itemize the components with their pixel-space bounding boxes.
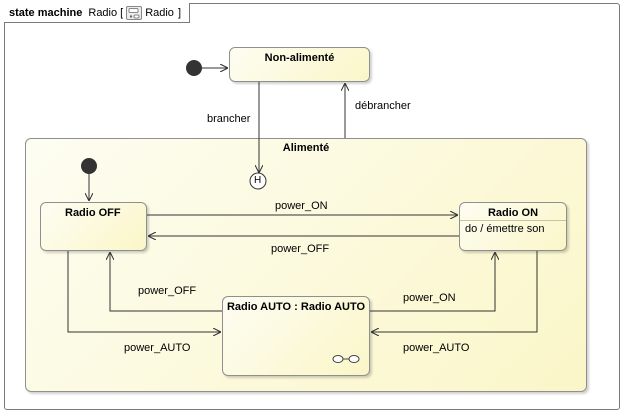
label-debrancher: débrancher [355,100,411,112]
frame-name: Radio [88,6,118,19]
history-pseudostate [249,172,267,190]
radio-on-divider [460,220,566,221]
diagram-frame [4,3,620,410]
initial-pseudostate-inner [81,158,97,174]
label-on-to-auto: power_AUTO [403,342,470,354]
frame-bracket-open: [ [120,6,124,19]
transition-on-to-auto [371,251,538,332]
transition-off-to-auto [67,251,221,332]
label-auto-to-on: power_ON [403,292,456,304]
radio-on-do-activity: do / émettre son [465,223,545,235]
state-alimente-title: Alimenté [282,142,330,154]
frame-header: state machine Radio [ Radio ] [4,3,190,23]
label-auto-to-off: power_OFF [138,285,197,297]
label-brancher: brancher [207,113,251,125]
frame-ref-name: Radio [145,6,174,19]
state-radio-off[interactable]: Radio OFF [40,202,147,251]
state-radio-auto[interactable]: Radio AUTO : Radio AUTO [222,296,370,376]
state-radio-on-title: Radio ON [487,207,539,219]
label-off-to-on: power_ON [275,200,328,212]
state-radio-off-title: Radio OFF [65,207,121,219]
history-label: H [254,175,262,186]
frame-bracket-close: ] [177,6,181,19]
submachine-icon [332,355,360,363]
frame-keyword: state machine [9,6,83,19]
transition-auto-to-on [370,252,495,312]
state-machine-icon [126,5,143,20]
state-radio-on[interactable]: Radio ON do / émettre son [459,202,567,251]
state-radio-auto-title: Radio AUTO : Radio AUTO [226,301,366,313]
state-non-alimente-title: Non-alimenté [264,52,335,64]
transition-auto-to-off [110,252,222,312]
initial-pseudostate-top [186,60,202,76]
state-non-alimente[interactable]: Non-alimenté [229,47,370,82]
label-off-to-auto: power_AUTO [124,342,191,354]
label-on-to-off: power_OFF [271,243,330,255]
